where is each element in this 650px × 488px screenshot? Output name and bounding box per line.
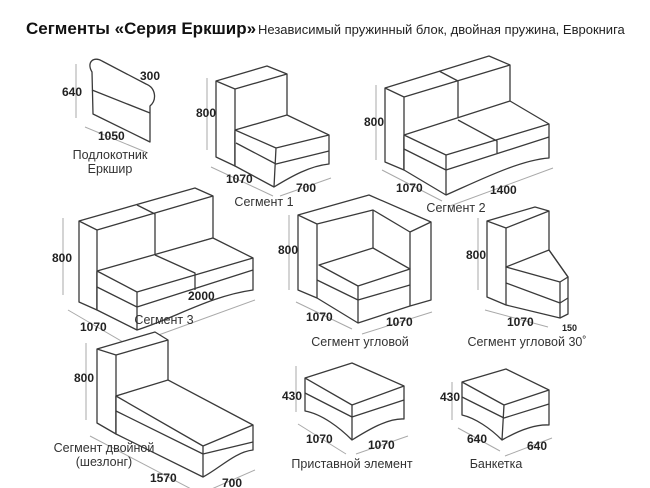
corner30-label: Сегмент угловой 30˚ [467,335,586,349]
armrest-length: 1050 [98,129,125,143]
banquette-depth: 640 [467,432,487,446]
segment2-drawing: 800 1070 1400 Сегмент 2 [364,55,554,215]
addon-label: Приставной элемент [291,457,412,471]
corner30-drawing: 800 1070 150 Сегмент угловой 30˚ [466,206,587,349]
chaise-label: Сегмент двойной [54,441,155,455]
addon-width: 1070 [368,438,395,452]
chaise-height: 800 [74,371,94,385]
banquette-drawing: 430 640 640 Банкетка [440,368,553,471]
corner30-height: 800 [466,248,486,262]
armrest-height: 640 [62,85,82,99]
banquette-label: Банкетка [470,457,523,471]
segment3-drawing: 800 1070 2000 Сегмент 3 [52,187,256,346]
segment2-height: 800 [364,115,384,129]
corner30-depth: 1070 [507,315,534,329]
chaise-label-2: (шезлонг) [76,455,132,469]
corner-drawing: 800 1070 1070 Сегмент угловой [278,194,433,349]
banquette-height: 430 [440,390,460,404]
segment3-label: Сегмент 3 [134,313,193,327]
page-title: Сегменты «Серия Еркшир» [26,19,256,38]
addon-height: 430 [282,389,302,403]
addon-depth: 1070 [306,432,333,446]
chaise-length: 1570 [150,471,177,485]
page-subtitle: Независимый пружинный блок, двойная пруж… [258,22,626,37]
segment1-depth: 1070 [226,172,253,186]
segment3-depth: 1070 [80,320,107,334]
segment3-width: 2000 [188,289,215,303]
segment1-label: Сегмент 1 [234,195,293,209]
armrest-label-2: Еркшир [88,162,133,176]
banquette-width: 640 [527,439,547,453]
chaise-drawing: 800 1570 700 Сегмент двойной (шезлонг) [54,331,256,488]
segment3-height: 800 [52,251,72,265]
corner-width: 1070 [386,315,413,329]
corner-depth: 1070 [306,310,333,324]
segment2-width: 1400 [490,183,517,197]
corner-label: Сегмент угловой [311,335,409,349]
corner-height: 800 [278,243,298,257]
armrest-depth: 300 [140,69,160,83]
segment2-label: Сегмент 2 [426,201,485,215]
armrest-label: Подлокотник [73,148,148,162]
segment2-depth: 1070 [396,181,423,195]
addon-drawing: 430 1070 1070 Приставной элемент [282,362,413,471]
corner30-extra: 150 [562,323,577,333]
chaise-width: 700 [222,476,242,488]
segment1-drawing: 800 1070 700 Сегмент 1 [196,65,332,209]
armrest-drawing: 640 300 1050 Подлокотник Еркшир [62,58,160,176]
segment1-width: 700 [296,181,316,195]
segment1-height: 800 [196,106,216,120]
